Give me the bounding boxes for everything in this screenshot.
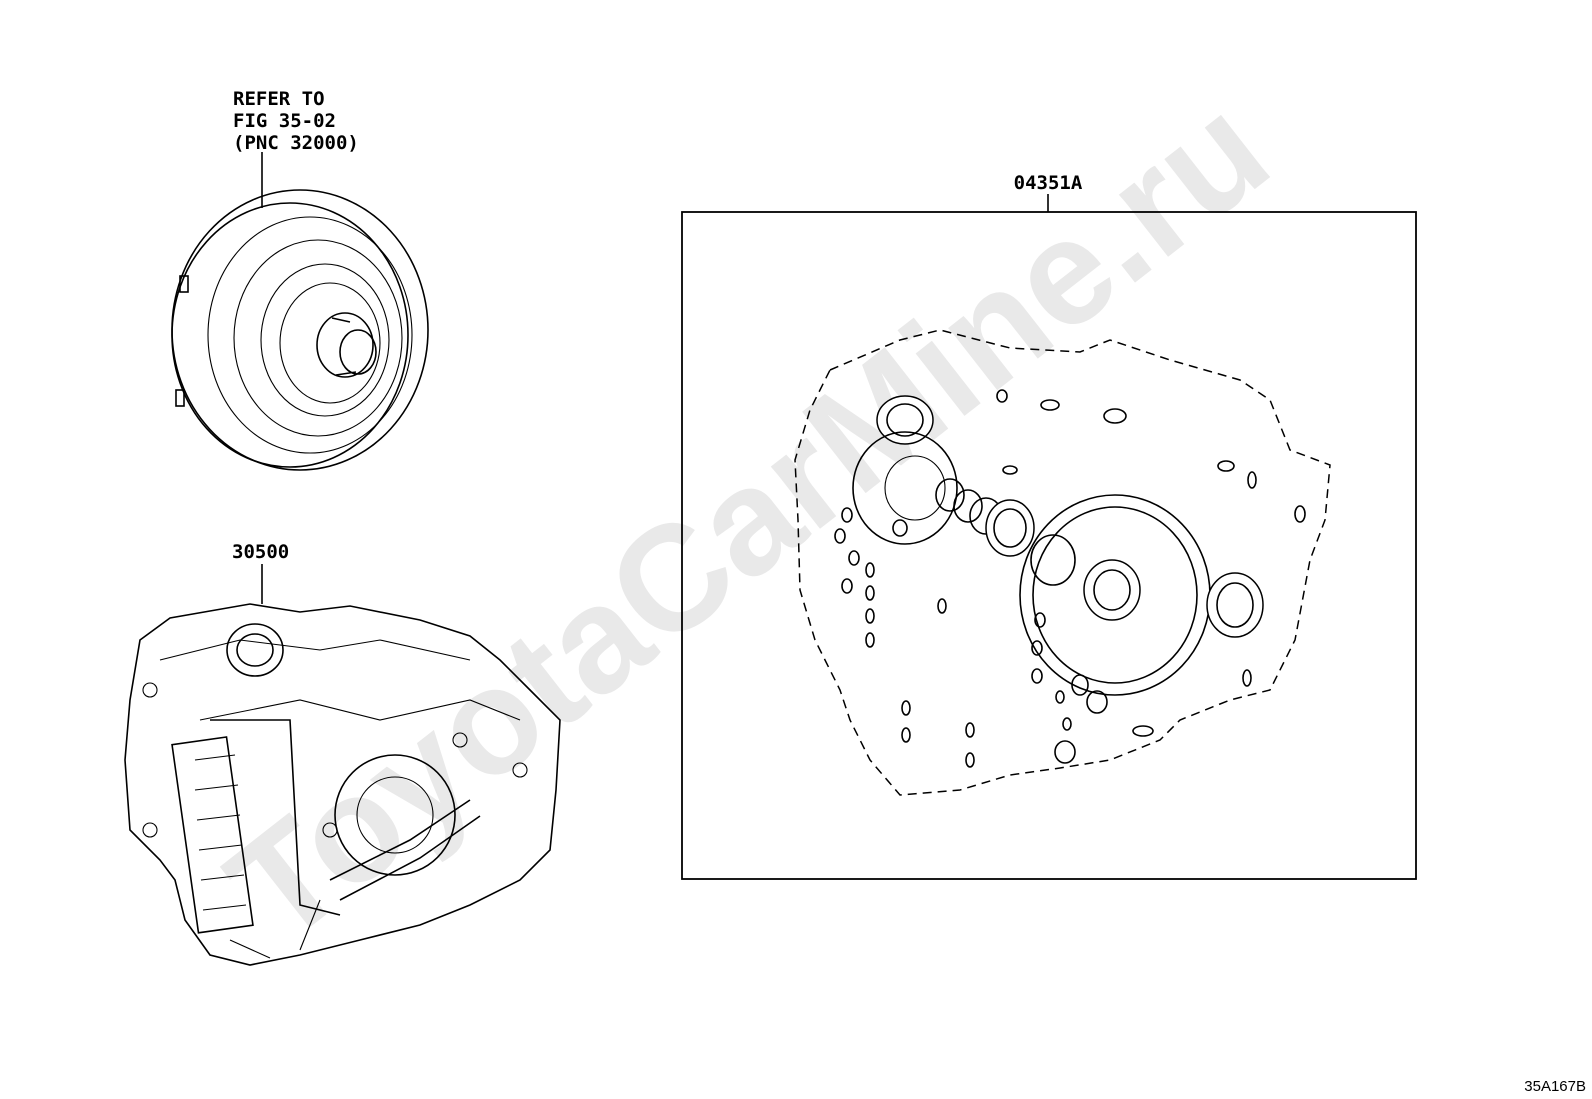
refer-callout-line3: (PNC 32000) xyxy=(233,132,359,154)
torque-converter-drawing[interactable] xyxy=(171,189,429,471)
refer-callout-line2: FIG 35-02 xyxy=(233,110,336,132)
refer-callout-line1: REFER TO xyxy=(233,88,325,110)
watermark: ToyotaCarMine.ru xyxy=(198,64,1297,975)
gasket-kit-drawing[interactable] xyxy=(794,329,1331,796)
transaxle-drawing[interactable] xyxy=(124,603,561,966)
gasket-kit-frame xyxy=(681,211,1417,880)
transaxle-callout: 30500 xyxy=(232,541,289,563)
figure-code: 35A167B xyxy=(1524,1078,1586,1095)
gasket-kit-callout: 04351A xyxy=(1014,172,1083,194)
